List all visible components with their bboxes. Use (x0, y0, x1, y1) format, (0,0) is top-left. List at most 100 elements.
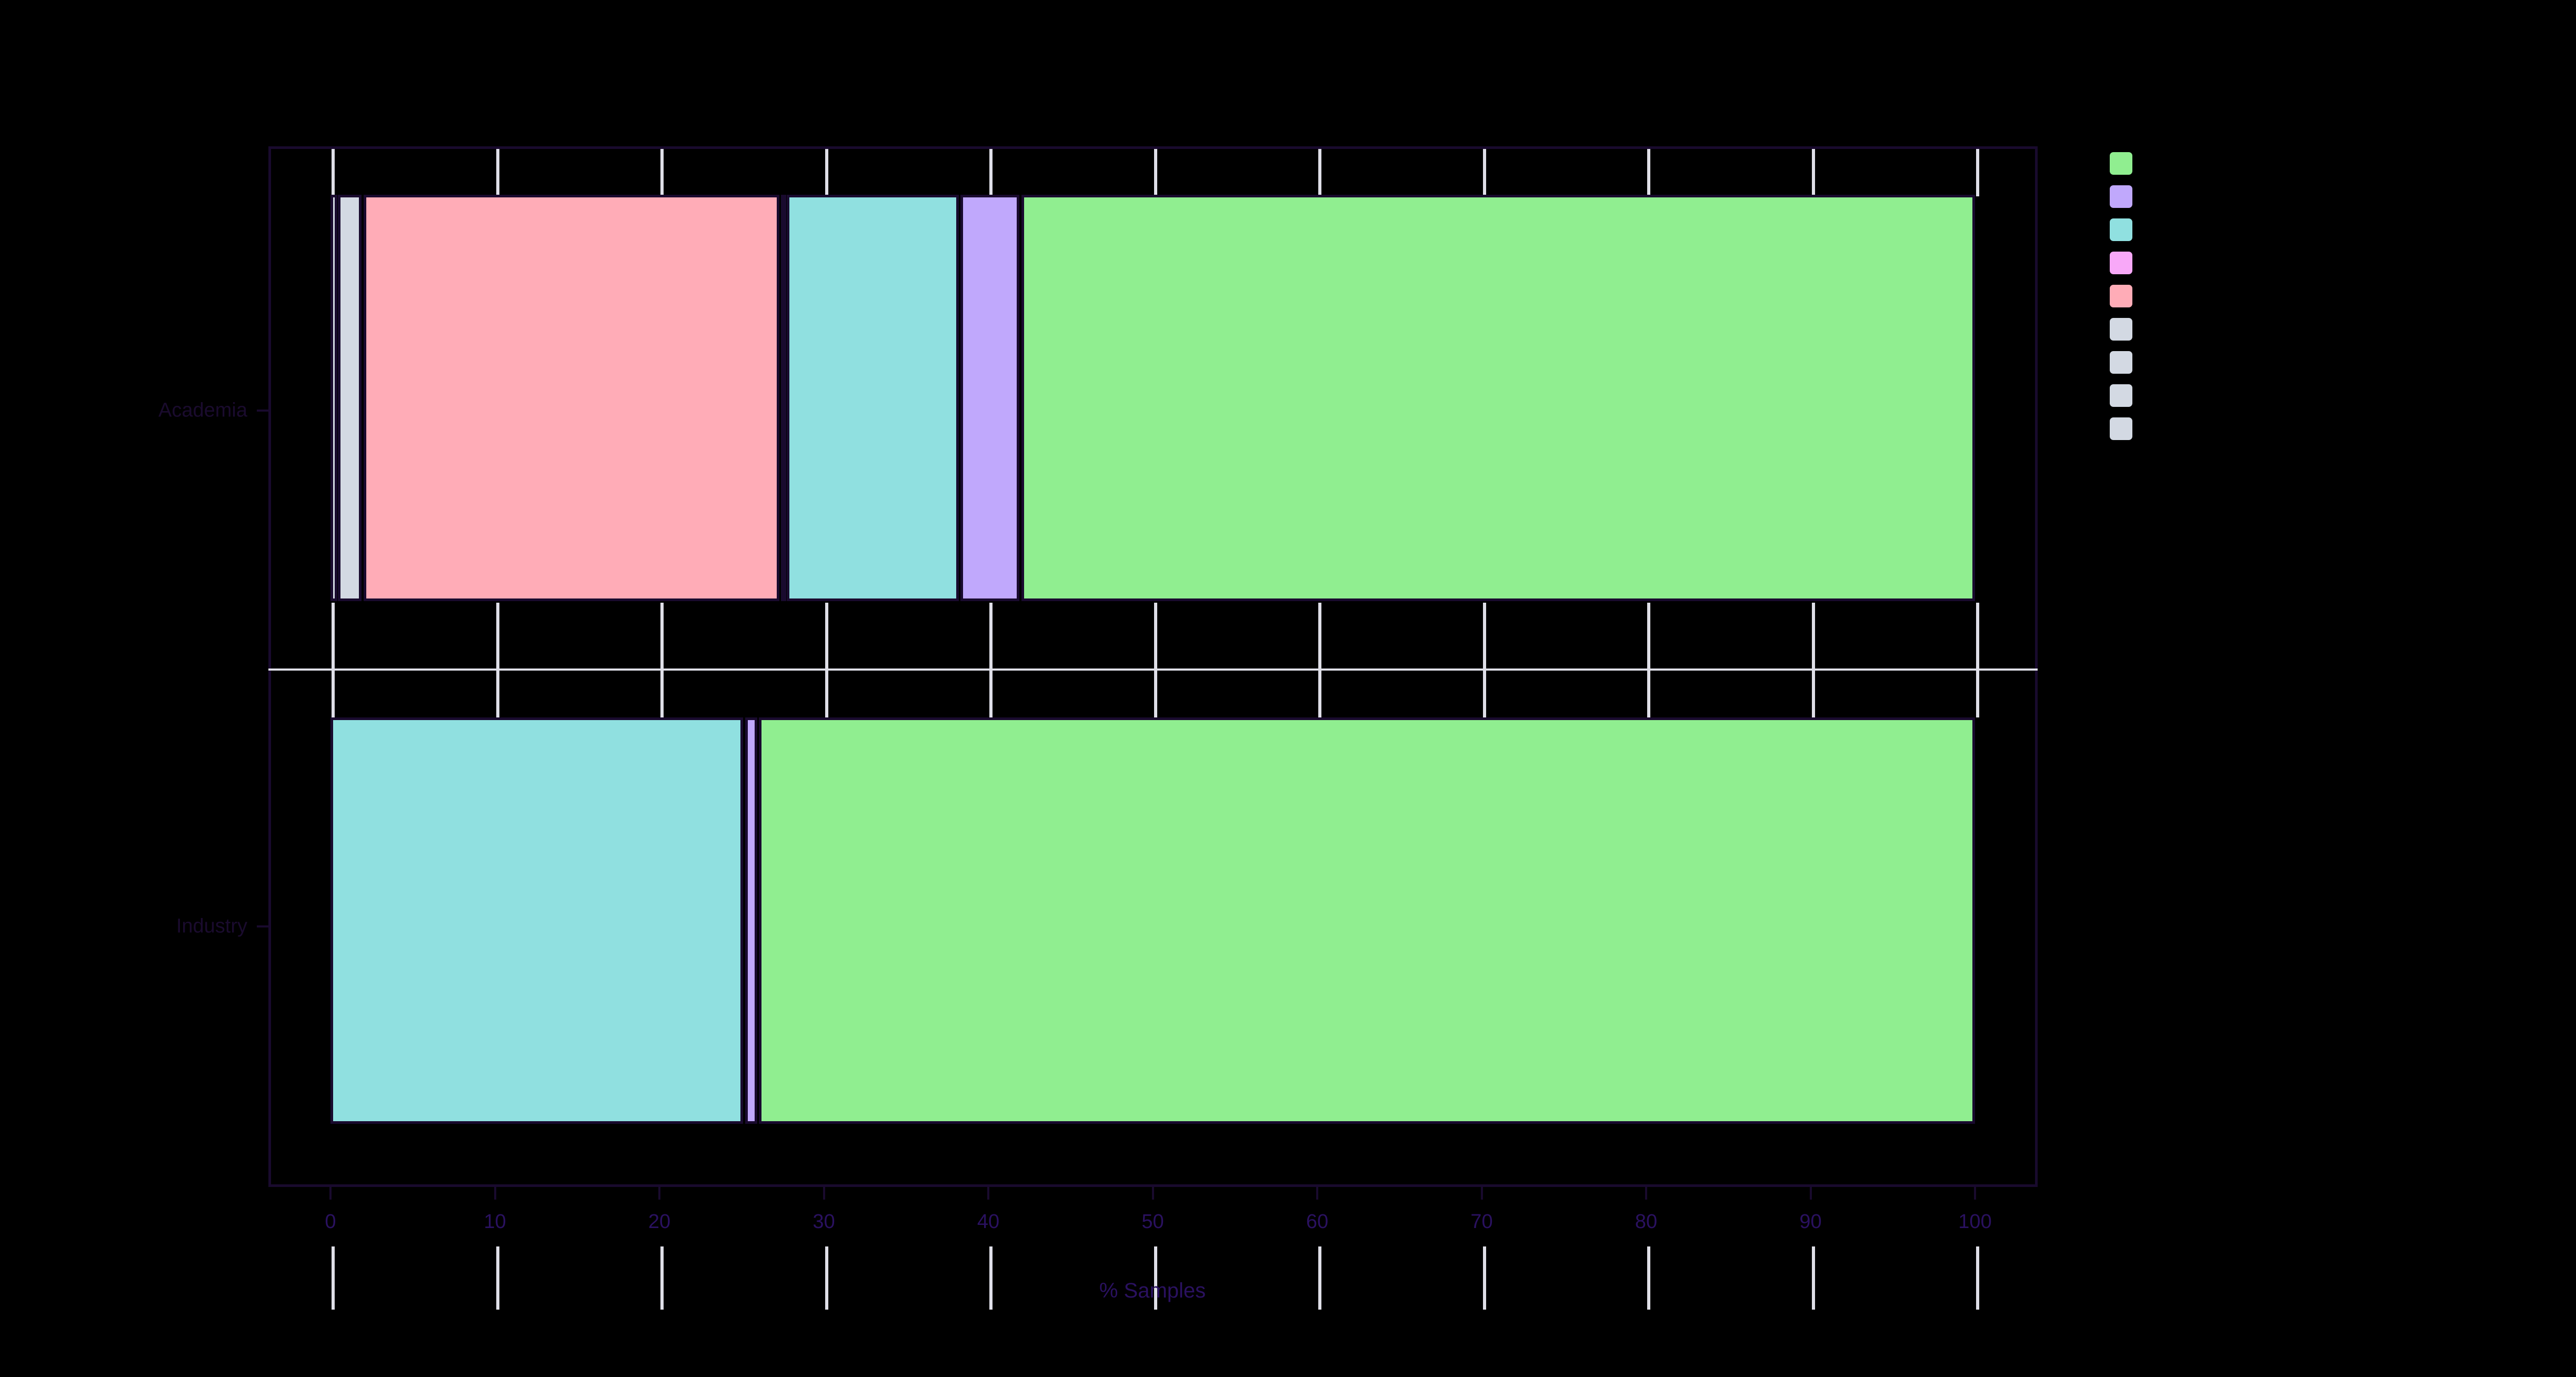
gridline-x-70 (1482, 603, 1486, 671)
bar-segment[interactable] (787, 195, 959, 601)
x-axis-title: % Samples (1099, 1279, 1206, 1302)
gridline-x-80 (1647, 603, 1650, 671)
gridline-x-50 (1154, 1246, 1157, 1310)
gridline-x-100 (1976, 671, 1979, 717)
gridline-x-100 (1976, 603, 1979, 671)
gridline-x-100 (1976, 1246, 1979, 1310)
gridline-x-80 (1647, 1246, 1650, 1310)
bar-segment[interactable] (1021, 195, 1975, 601)
legend-swatch-9 (2110, 417, 2132, 440)
legend-item-4[interactable] (2110, 252, 2132, 274)
category-separator (268, 668, 2038, 671)
gridline-x-40 (989, 149, 993, 196)
x-tick-mark-20 (658, 1187, 660, 1200)
gridline-x-70 (1482, 671, 1486, 717)
x-tick-label-10: 10 (484, 1211, 506, 1233)
gridline-x-20 (660, 1246, 664, 1310)
legend-swatch-6 (2110, 318, 2132, 341)
legend-item-8[interactable] (2110, 384, 2132, 407)
gridline-x-50 (1154, 149, 1157, 196)
legend-swatch-8 (2110, 384, 2132, 407)
bar-row-academia[interactable] (268, 195, 2038, 601)
legend (2110, 152, 2132, 451)
x-tick-mark-90 (1809, 1187, 1812, 1200)
gridline-x-60 (1318, 1246, 1321, 1310)
x-tick-label-20: 20 (648, 1211, 671, 1233)
bar-segment[interactable] (363, 195, 780, 601)
legend-swatch-5 (2110, 285, 2132, 307)
gridline-x-0 (332, 603, 335, 671)
bar-segment[interactable] (338, 195, 362, 601)
bar-segment[interactable] (330, 195, 337, 601)
gridline-x-10 (496, 1246, 499, 1310)
bar-segment[interactable] (745, 717, 757, 1124)
y-tick-mark-industry (257, 925, 268, 927)
x-tick-label-0: 0 (325, 1211, 336, 1233)
gridline-x-60 (1318, 603, 1321, 671)
gridline-x-90 (1811, 1246, 1815, 1310)
gridline-x-60 (1318, 149, 1321, 196)
gridline-x-0 (332, 149, 335, 196)
gridline-x-40 (989, 603, 993, 671)
gridline-x-10 (496, 603, 499, 671)
x-tick-label-50: 50 (1141, 1211, 1164, 1233)
stacked-bar-academia (268, 195, 2038, 601)
gridline-x-20 (660, 603, 664, 671)
x-tick-mark-100 (1974, 1187, 1976, 1200)
x-tick-mark-10 (494, 1187, 496, 1200)
gridline-x-10 (496, 671, 499, 717)
gridline-x-30 (825, 603, 828, 671)
gridline-x-80 (1647, 671, 1650, 717)
y-tick-mark-academia (257, 410, 268, 412)
gridline-x-10 (496, 149, 499, 196)
legend-item-1[interactable] (2110, 152, 2132, 175)
x-tick-label-60: 60 (1306, 1211, 1329, 1233)
gridline-x-40 (989, 671, 993, 717)
bar-segment[interactable] (960, 195, 1020, 601)
bar-segment[interactable] (781, 195, 787, 601)
legend-item-9[interactable] (2110, 417, 2132, 440)
stacked-bar-industry (268, 717, 2038, 1124)
gridline-x-60 (1318, 671, 1321, 717)
x-tick-label-30: 30 (813, 1211, 835, 1233)
gridline-x-90 (1811, 671, 1815, 717)
gridline-x-0 (332, 1246, 335, 1310)
legend-item-2[interactable] (2110, 185, 2132, 208)
x-tick-mark-50 (1151, 1187, 1154, 1200)
legend-swatch-4 (2110, 252, 2132, 274)
x-tick-label-90: 90 (1799, 1211, 1822, 1233)
x-tick-mark-30 (823, 1187, 825, 1200)
bar-row-industry[interactable] (268, 717, 2038, 1124)
gridline-x-20 (660, 149, 664, 196)
gridline-x-90 (1811, 149, 1815, 196)
gridline-x-70 (1482, 1246, 1486, 1310)
bar-segment[interactable] (330, 717, 744, 1124)
x-tick-mark-60 (1316, 1187, 1318, 1200)
gridline-x-0 (332, 671, 335, 717)
bar-segment[interactable] (759, 717, 1975, 1124)
legend-item-6[interactable] (2110, 318, 2132, 341)
gridline-x-50 (1154, 671, 1157, 717)
x-tick-mark-0 (329, 1187, 332, 1200)
gridline-x-80 (1647, 149, 1650, 196)
legend-item-3[interactable] (2110, 218, 2132, 241)
gridline-x-30 (825, 671, 828, 717)
gridline-x-50 (1154, 603, 1157, 671)
legend-swatch-1 (2110, 152, 2132, 175)
x-tick-mark-70 (1480, 1187, 1483, 1200)
x-tick-label-100: 100 (1958, 1211, 1992, 1233)
y-tick-label-academia: Academia (158, 399, 247, 422)
legend-swatch-3 (2110, 218, 2132, 241)
gridline-x-70 (1482, 149, 1486, 196)
gridline-x-40 (989, 1246, 993, 1310)
gridline-x-100 (1976, 149, 1979, 196)
gridline-x-20 (660, 671, 664, 717)
legend-swatch-2 (2110, 185, 2132, 208)
legend-item-7[interactable] (2110, 351, 2132, 374)
x-tick-label-70: 70 (1470, 1211, 1493, 1233)
x-tick-mark-40 (987, 1187, 989, 1200)
gridline-x-30 (825, 1246, 828, 1310)
x-tick-mark-80 (1645, 1187, 1647, 1200)
legend-item-5[interactable] (2110, 285, 2132, 307)
